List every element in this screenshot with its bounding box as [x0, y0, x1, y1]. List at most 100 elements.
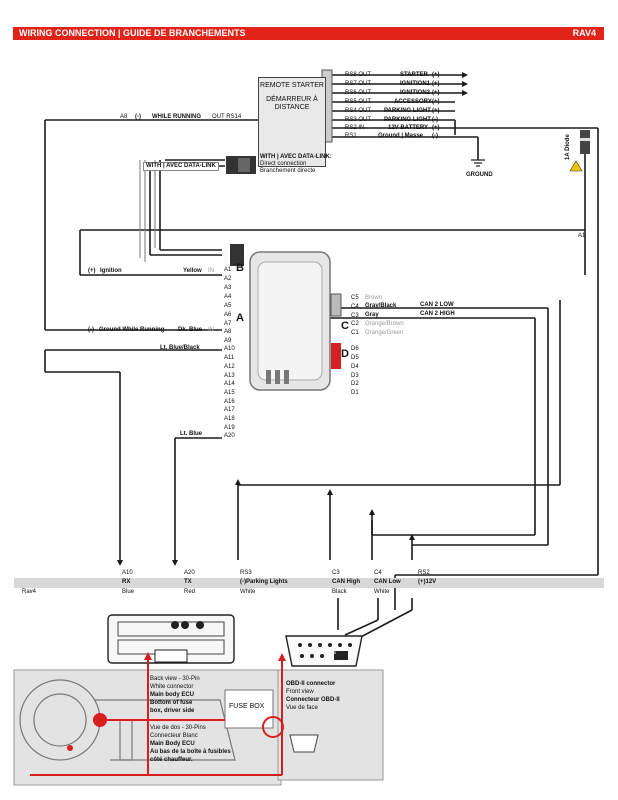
- obd-info-title-fr: Connecteur OBD-II: [286, 697, 340, 703]
- c-pin: C1: [351, 330, 359, 336]
- table-pin: C3: [332, 570, 340, 576]
- diode-label: 1A Diode: [565, 134, 571, 160]
- can-low-label: CAN 2 LOW: [420, 302, 454, 308]
- obd-info: OBD-II connector Front view Connecteur O…: [286, 680, 340, 712]
- diode-pin: A1: [578, 233, 586, 239]
- c-pin-label: Brown: [365, 295, 383, 301]
- while-running-out: OUT RS14: [212, 114, 242, 120]
- rs-pol: (+): [432, 72, 440, 78]
- table-color: Black: [332, 589, 347, 595]
- d-pin: D1: [351, 390, 359, 396]
- obd-pin-label: 14 6: [326, 650, 336, 656]
- rs-pin: RS6 OUT: [345, 90, 372, 96]
- rs-pol: (-): [432, 117, 438, 123]
- obd-info-title: OBD-II connector: [286, 681, 336, 687]
- rs-pin: RS4 OUT: [345, 108, 372, 114]
- rs-pol: (-): [432, 133, 438, 139]
- a-pin: A4: [224, 294, 232, 300]
- c-pin: C4: [351, 304, 359, 310]
- ignition-pol: (+): [88, 268, 96, 274]
- back-view-fr3: Main Body ECU: [150, 741, 195, 747]
- while-running-label: WHILE RUNNING: [152, 114, 201, 120]
- datalink-fr: Branchement directe: [260, 168, 316, 174]
- rs-func: PARKING LIGHT: [384, 108, 431, 114]
- datalink-en: Direct connection: [260, 161, 307, 167]
- rs-func: IGNITION2: [400, 90, 431, 96]
- a20-color: Lt. Blue: [180, 431, 202, 437]
- table-pin: A20: [184, 570, 195, 576]
- c-pin-label: Gray: [365, 312, 379, 318]
- c-pin-label: Orange/Brown: [365, 321, 404, 327]
- table-func: RX: [122, 579, 131, 585]
- a-pin: A17: [224, 407, 235, 413]
- rs-pol: (+): [432, 90, 440, 96]
- rs-func: PARKING LIGHT: [384, 117, 431, 123]
- rs-pin: RS2 IN: [345, 125, 365, 131]
- a-pin: A8: [224, 329, 232, 335]
- rs-func: ACCESSORY: [394, 99, 432, 105]
- back-view-info: Back view - 30-Pin White connector Main …: [150, 675, 200, 715]
- can-high-label: CAN 2 HIGH: [420, 311, 455, 317]
- a-pin: A19: [224, 425, 235, 431]
- back-view-line2: White connector: [150, 684, 194, 690]
- gwr-pol: (-): [88, 327, 94, 333]
- back-view-line4: Bottom of fuse: [150, 700, 193, 706]
- obd-info-view: Front view: [286, 689, 314, 695]
- rs-func: 12V BATTERY: [388, 125, 429, 131]
- a-pin: A18: [224, 416, 235, 422]
- datalink-tag: WITH | AVEC DATA-LINK: [143, 162, 219, 171]
- connector-b-label: B: [236, 262, 244, 274]
- c-pin-label: Orange/Green: [365, 330, 404, 336]
- rs-func: IGNITION1: [400, 81, 431, 87]
- remote-starter-title-fr: DÉMARREUR À DISTANCE: [266, 96, 318, 111]
- d-pin: D3: [351, 373, 359, 379]
- a-pin: A15: [224, 390, 235, 396]
- back-view-fr4: Au bas de la boîte à fusibles: [150, 749, 231, 755]
- rs-pin: RS1: [345, 133, 357, 139]
- table-color: Blue: [122, 589, 135, 595]
- back-view-fr5: côté chauffeur.: [150, 757, 193, 763]
- rs-pol: (+): [432, 81, 440, 87]
- a-pin: A20: [224, 433, 235, 439]
- connector-d-label: D: [341, 348, 349, 360]
- d-pin: D2: [351, 381, 359, 387]
- c-pin: C2: [351, 321, 359, 327]
- back-view-line5: box, driver side: [150, 708, 195, 714]
- obd-info-view-fr: Vue de face: [286, 705, 318, 711]
- rs-pol: (+): [432, 108, 440, 114]
- table-pin: C4: [374, 570, 382, 576]
- page-title: WIRING CONNECTION | GUIDE DE BRANCHEMENT…: [19, 28, 246, 38]
- a-pin: A10: [224, 346, 235, 352]
- a10-color: Lt. Blue/Black: [160, 345, 200, 351]
- d-pin: D5: [351, 355, 359, 361]
- datalink-info: WITH | AVEC DATA-LINK: Direct connection…: [260, 154, 332, 175]
- while-running-pin: A8: [120, 114, 128, 120]
- table-pin: RS2: [418, 570, 430, 576]
- ignition-color: Yellow: [183, 268, 202, 274]
- table-func: CAN Low: [374, 579, 401, 585]
- table-pin: RS3: [240, 570, 252, 576]
- a-pin: A11: [224, 355, 235, 361]
- while-running-pol: (-): [135, 114, 141, 120]
- d-pin: D4: [351, 364, 359, 370]
- rs-func: Ground | Masse: [378, 133, 424, 139]
- remote-starter-title: REMOTE STARTER: [260, 82, 324, 89]
- d-pin: D6: [351, 346, 359, 352]
- connector-c-label: C: [341, 320, 349, 332]
- table-func: (-)Parking Lights: [240, 579, 288, 585]
- table-color: White: [374, 589, 390, 595]
- table-func: CAN High: [332, 579, 360, 585]
- rs-pin: RS8 OUT: [345, 72, 372, 78]
- a-pin: A13: [224, 373, 235, 379]
- table-color: White: [240, 589, 256, 595]
- a-pin: A14: [224, 381, 235, 387]
- rs-pol: (+): [432, 99, 440, 105]
- table-func: (+)12V: [418, 579, 437, 585]
- back-view-line3: Main body ECU: [150, 692, 195, 698]
- ground-label: GROUND: [466, 172, 493, 178]
- table-func: TX: [184, 579, 192, 585]
- ignition-dir: IN: [208, 268, 214, 274]
- gwr-color: Dk. Blue: [178, 327, 203, 333]
- a-pin: A2: [224, 276, 232, 282]
